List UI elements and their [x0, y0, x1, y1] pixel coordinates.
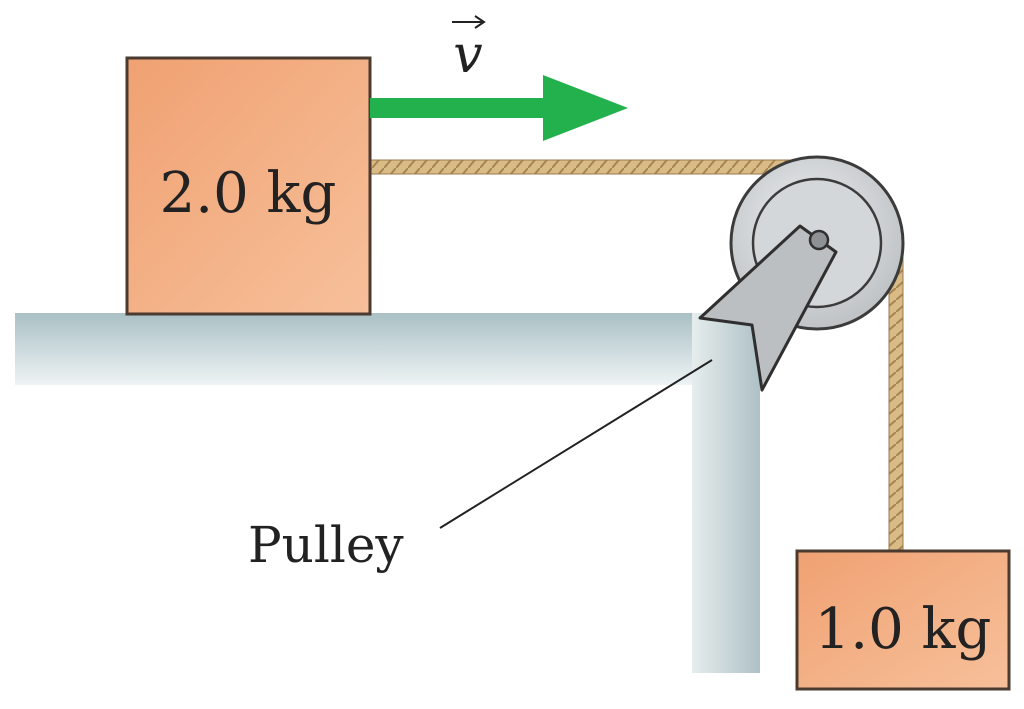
velocity-arrow [370, 75, 628, 141]
velocity-symbol-text: v [453, 25, 482, 85]
rope-vertical [888, 249, 904, 553]
pulley-leader-line [439, 359, 713, 529]
pulley-bracket [698, 224, 838, 392]
block-2kg-label: 2.0 kg [160, 161, 337, 226]
block-2kg: 2.0 kg [125, 56, 372, 316]
table-leg [692, 313, 760, 673]
velocity-symbol: v [452, 15, 486, 85]
block-1kg-label: 1.0 kg [815, 597, 992, 662]
rope-horizontal [369, 159, 821, 175]
pulley-label: Pulley [248, 516, 404, 574]
block-1kg: 1.0 kg [795, 549, 1011, 691]
table-top [15, 313, 760, 385]
vector-arrow-icon [452, 15, 486, 29]
